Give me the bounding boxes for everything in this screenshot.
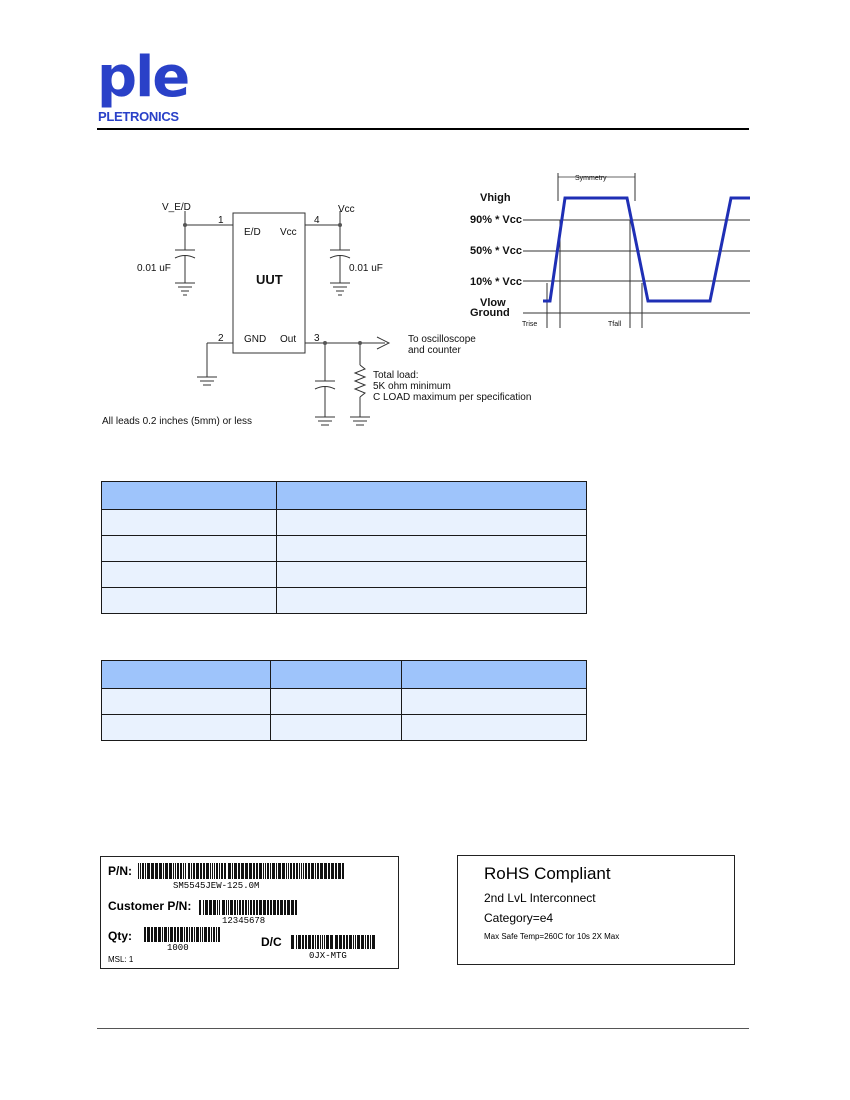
cap-left-label: 0.01 uF [137, 263, 171, 274]
pin-4: 4 [314, 215, 320, 226]
to-scope-2: and counter [408, 345, 461, 356]
qty-label: Qty: [108, 929, 132, 943]
table-row [101, 561, 587, 588]
label-vcc-top: Vcc [338, 204, 355, 215]
cap-right-label: 0.01 uF [349, 263, 383, 274]
table-cell [270, 688, 402, 715]
table-cell [276, 535, 587, 562]
v10-label: 10% * Vcc [470, 276, 522, 288]
spec-table-1 [101, 481, 587, 614]
qty-value: 1000 [167, 943, 189, 953]
pin-1: 1 [218, 215, 224, 226]
table-cell [276, 561, 587, 588]
tfall-label: Tfall [608, 321, 622, 328]
vlow-label: Vlow [480, 297, 506, 309]
chip-gnd: GND [244, 334, 266, 345]
pin-3: 3 [314, 333, 320, 344]
table-cell [401, 660, 587, 689]
v50-label: 50% * Vcc [470, 245, 522, 257]
table-cell [276, 587, 587, 614]
load-3: C LOAD maximum per specification [373, 392, 531, 403]
dc-barcode [291, 935, 375, 949]
to-scope-1: To oscilloscope [408, 334, 476, 345]
table-cell [101, 688, 271, 715]
footer-rule [97, 1028, 749, 1029]
table-cell [401, 714, 587, 741]
table-row [101, 587, 587, 614]
table-cell [276, 481, 587, 510]
msl-text: MSL: 1 [108, 955, 134, 964]
rohs-line-1: 2nd LvL Interconnect [484, 891, 596, 905]
product-label: P/N: SM5545JEW-125.0M Customer P/N: 1234… [100, 856, 399, 969]
table-cell [101, 587, 277, 614]
node-dot [338, 223, 342, 227]
customer-pn-label: Customer P/N: [108, 899, 192, 913]
label-ved: V_E/D [162, 202, 191, 213]
header-rule [97, 128, 749, 130]
table-cell [401, 688, 587, 715]
rohs-title: RoHS Compliant [484, 864, 611, 883]
table-header-row [101, 660, 587, 689]
dc-value: 0JX-MTG [309, 951, 347, 961]
rohs-label: RoHS Compliant 2nd LvL Interconnect Cate… [457, 855, 735, 965]
pin-2: 2 [218, 333, 224, 344]
company-logo: ple PLETRONICS [97, 50, 197, 128]
rohs-line-2: Category=e4 [484, 911, 554, 925]
table-row [101, 535, 587, 562]
customer-pn-value: 12345678 [222, 916, 266, 926]
ground-label: Ground [470, 307, 510, 319]
node-dot [323, 341, 327, 345]
uut-chip [232, 212, 306, 354]
table-cell [101, 561, 277, 588]
node-dot [183, 223, 187, 227]
table-cell [270, 714, 402, 741]
table-cell [276, 509, 587, 536]
signal-trace [543, 196, 750, 303]
table-cell [101, 509, 277, 536]
pn-label: P/N: [108, 864, 132, 878]
load-2: 5K ohm minimum [373, 381, 451, 392]
rohs-line-3: Max Safe Temp=260C for 10s 2X Max [484, 932, 620, 941]
table-cell [101, 481, 277, 510]
customer-pn-barcode [199, 900, 297, 915]
dc-label: D/C [261, 935, 282, 949]
table-row [101, 714, 587, 741]
chip-vcc: Vcc [280, 227, 297, 238]
table-cell [101, 535, 277, 562]
trise-label: Trise [522, 321, 537, 328]
node-dot [358, 341, 362, 345]
table-cell [101, 714, 271, 741]
table-row [101, 688, 587, 715]
vhigh-label: Vhigh [480, 192, 511, 204]
table-header-row [101, 481, 587, 510]
chip-out: Out [280, 334, 296, 345]
logo-letters: ple [97, 45, 190, 110]
spec-table-2 [101, 660, 587, 741]
test-circuit-diagram: V_E/D Vcc 1 4 2 3 E/D Vcc UUT GND Out 0.… [102, 202, 531, 427]
waveform-diagram: Symmetry Trise Tfall Vhigh 90% * Vcc 50%… [470, 173, 750, 328]
table-cell [270, 660, 402, 689]
table-row [101, 509, 587, 536]
pn-barcode [138, 863, 344, 879]
leads-note: All leads 0.2 inches (5mm) or less [102, 416, 252, 427]
v90-label: 90% * Vcc [470, 214, 522, 226]
load-1: Total load: [373, 370, 419, 381]
symmetry-label: Symmetry [575, 175, 607, 182]
qty-barcode [144, 927, 220, 942]
chip-name: UUT [256, 272, 283, 287]
pn-value: SM5545JEW-125.0M [173, 881, 260, 891]
logo-text: PLETRONICS [98, 109, 179, 124]
table-cell [101, 660, 271, 689]
chip-ed: E/D [244, 227, 261, 238]
